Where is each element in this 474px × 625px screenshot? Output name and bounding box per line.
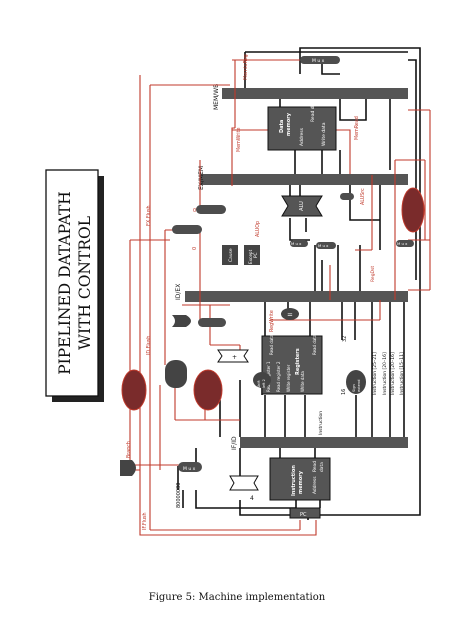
pipeline-registers: IF/ID ID/EX EX/MEM MEM/WB bbox=[175, 84, 408, 450]
regdst-mux-label: M u x bbox=[397, 241, 408, 246]
if-flush-label: IF.Flush bbox=[142, 512, 148, 530]
aluop-label: ALUOp bbox=[255, 221, 261, 237]
alu-input-mux-1-label: M u x bbox=[318, 243, 329, 248]
zero-label-1: 0 bbox=[193, 208, 196, 214]
zero-label-2: 0 bbox=[192, 247, 198, 250]
const-32: 32 bbox=[342, 336, 348, 342]
control-wires bbox=[129, 59, 431, 536]
sign-extend-l1: Sign bbox=[352, 384, 356, 392]
ex-flush-mux-2: 0 bbox=[172, 225, 202, 250]
regfile-read-data-1: Read data 1 bbox=[269, 330, 274, 355]
ex-mem-register bbox=[200, 174, 408, 185]
shift-left-l2: left 2 bbox=[262, 379, 266, 388]
shift-left-l1: Shift bbox=[257, 380, 261, 388]
pc-register: PC bbox=[289, 507, 321, 519]
title-box: PIPELINED DATAPATH WITH CONTROL bbox=[45, 169, 104, 402]
imem-read: Read bbox=[312, 461, 318, 472]
imem-title-2: memory bbox=[298, 470, 304, 494]
regfile-title: Registers bbox=[295, 348, 301, 375]
instruction-memory: Instruction memory Address Read data bbox=[269, 457, 331, 501]
wb-mux: M u x bbox=[300, 56, 340, 64]
pc-mux-label: M u x bbox=[183, 466, 196, 472]
except-pc-l2: PC bbox=[253, 252, 258, 258]
instr-15-11: Instruction [15–11] bbox=[399, 352, 405, 395]
ex-flush-mux: 0 bbox=[193, 205, 226, 214]
exception-address: 80000080 bbox=[176, 483, 182, 508]
data-memory-address: Address bbox=[299, 127, 305, 146]
eq-label: = bbox=[287, 311, 293, 319]
instruction-fields: Instruction [25–21] Instruction [20–16] … bbox=[318, 352, 405, 435]
branch-adder-plus: + bbox=[232, 354, 237, 361]
const-16: 16 bbox=[341, 389, 347, 395]
mem-wb-label: MEM/WB bbox=[213, 84, 220, 110]
alu-label: ALU bbox=[299, 201, 305, 211]
title-line-2: WITH CONTROL bbox=[76, 216, 94, 350]
alu-input-mux-2: M u x bbox=[290, 240, 308, 247]
cause-label: Cause bbox=[228, 248, 234, 262]
data-memory-write-data: Write data bbox=[321, 122, 327, 146]
forward-mux bbox=[340, 193, 354, 200]
id-or-gate bbox=[172, 315, 191, 327]
instr-25-21: Instruction [25–21] bbox=[372, 352, 378, 395]
alu: ALU ALUSrc ALUOp bbox=[255, 188, 366, 237]
memtoreg-label: MemtoReg bbox=[243, 54, 249, 80]
regwrite-label: RegWrite bbox=[269, 310, 275, 332]
title-line-1: PIPELINED DATAPATH bbox=[56, 191, 74, 375]
forwarding-unit: RegDst bbox=[370, 187, 425, 282]
register-file: Registers Read register 1 Read register … bbox=[261, 310, 323, 395]
except-pc-l1: Except bbox=[248, 249, 253, 264]
memread-label: MemRead bbox=[354, 116, 360, 140]
sign-extend-l2: extend bbox=[357, 380, 361, 392]
branch-and-gate: Branch bbox=[120, 441, 136, 476]
alusrc-label: ALUSrc bbox=[360, 188, 366, 205]
regfile-read-data-2: Read data 2 bbox=[312, 330, 317, 355]
regfile-write-data: Write data bbox=[300, 371, 305, 392]
id-ex-label: ID/EX bbox=[175, 284, 182, 300]
alu-input-mux-1: M u x bbox=[316, 242, 336, 249]
instr-20-16: Instruction [20–16] bbox=[382, 352, 388, 395]
equality-comparator: = bbox=[281, 308, 299, 320]
sign-extend: Sign extend 16 32 bbox=[341, 336, 366, 395]
hazard-detection-unit bbox=[121, 369, 147, 411]
mem-wb-register bbox=[222, 88, 408, 99]
alu-input-mux-2-label: M u x bbox=[291, 241, 302, 246]
instruction-label: Instruction bbox=[318, 411, 324, 435]
ex-mem-label: EX/MEM bbox=[198, 166, 205, 190]
wb-mux-label: M u x bbox=[312, 58, 325, 64]
data-memory: Data memory Address Write data Read data bbox=[267, 99, 337, 151]
shift-left-2: Shift left 2 bbox=[253, 372, 271, 388]
control-unit bbox=[193, 369, 223, 411]
branch-adder: + bbox=[217, 349, 249, 363]
figure-caption: Figure 5: Machine implementation bbox=[148, 592, 326, 603]
regdst-label: RegDst bbox=[370, 266, 376, 282]
id-flush-mux bbox=[198, 318, 226, 327]
imem-data: data bbox=[319, 462, 325, 472]
instr-20-16b: Instruction [20–16] bbox=[390, 352, 396, 395]
ex-flush-label: EX.Flush bbox=[146, 205, 152, 226]
id-ex-register bbox=[185, 291, 408, 302]
id-flush-label: ID.Flush bbox=[146, 336, 152, 355]
regfile-write-reg: Write register bbox=[286, 364, 291, 392]
stall-mux bbox=[165, 360, 187, 388]
data-memory-title-2: memory bbox=[286, 112, 292, 136]
adder-4: 4 bbox=[250, 495, 254, 502]
pc-label: PC bbox=[300, 512, 307, 518]
if-id-register bbox=[240, 437, 408, 448]
branch-label: Branch bbox=[126, 441, 132, 458]
pc-mux: M u x bbox=[178, 462, 202, 472]
data-wires bbox=[177, 47, 421, 520]
cause-register: Cause bbox=[222, 245, 238, 265]
imem-title-1: Instruction bbox=[291, 465, 297, 496]
imem-address: Address bbox=[312, 476, 318, 494]
if-id-label: IF/ID bbox=[231, 436, 238, 450]
data-memory-title-1: Data bbox=[279, 120, 285, 133]
pc-plus-4-adder: 4 bbox=[229, 475, 259, 502]
except-pc-register: Except PC bbox=[244, 245, 260, 265]
regdst-mux: M u x bbox=[396, 240, 414, 247]
data-memory-read-data: Read data bbox=[310, 99, 316, 122]
memwrite-label: MemWrite bbox=[236, 128, 242, 152]
regfile-read-reg-2: Read register 2 bbox=[276, 361, 281, 392]
